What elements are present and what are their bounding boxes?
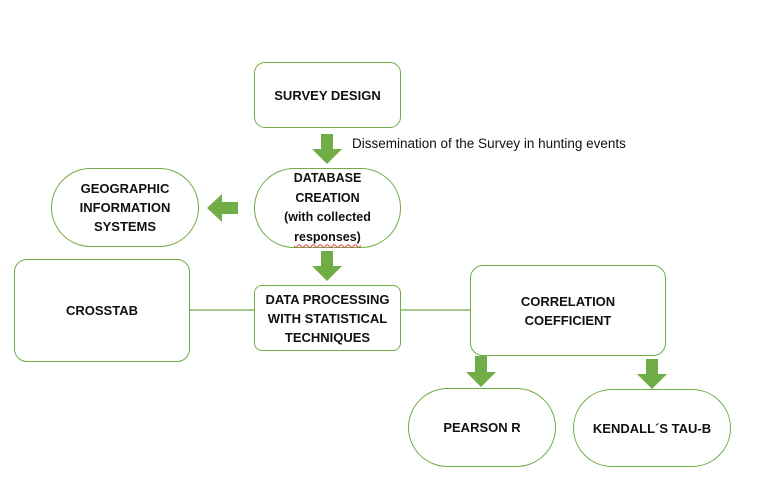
node-survey-design: SURVEY DESIGN	[254, 62, 401, 128]
gis-line3: SYSTEMS	[93, 219, 157, 234]
database-creation-line4: responses)	[294, 229, 361, 244]
correlation-line2: COEFFICIENT	[524, 312, 612, 328]
edge-label-dissemination: Dissemination of the Survey in hunting e…	[352, 136, 626, 151]
node-correlation-coefficient: CORRELATION COEFFICIENT	[470, 265, 666, 356]
arrow-down-correlation-to-kendall	[637, 359, 667, 389]
database-creation-line1: DATABASE	[293, 171, 362, 185]
data-processing-line2: WITH STATISTICAL	[267, 310, 388, 326]
survey-design-label: SURVEY DESIGN	[274, 87, 381, 103]
node-crosstab: CROSSTAB	[14, 259, 190, 362]
node-kendalls-tau-b: KENDALL´S TAU-B	[573, 389, 731, 467]
arrow-left-database-to-gis	[207, 194, 238, 222]
node-pearson-r: PEARSON R	[408, 388, 556, 467]
node-geographic-information-systems: GEOGRAPHIC INFORMATION SYSTEMS	[51, 168, 199, 247]
crosstab-label: CROSSTAB	[66, 303, 138, 318]
gis-line2: INFORMATION	[79, 200, 171, 215]
arrow-down-correlation-to-pearson	[466, 356, 496, 387]
database-creation-line3: (with collected	[284, 210, 371, 224]
database-creation-line2: CREATION	[295, 190, 360, 205]
arrow-down-database-to-processing	[312, 251, 342, 281]
kendall-label: KENDALL´S TAU-B	[592, 420, 712, 436]
arrow-down-survey-to-database	[312, 134, 342, 164]
gis-line1: GEOGRAPHIC	[80, 181, 170, 196]
pearson-label: PEARSON R	[443, 420, 521, 435]
data-processing-line1: DATA PROCESSING	[265, 291, 390, 307]
correlation-line1: CORRELATION	[520, 293, 616, 309]
data-processing-line3: TECHNIQUES	[284, 329, 371, 345]
node-data-processing: DATA PROCESSING WITH STATISTICAL TECHNIQ…	[254, 285, 401, 351]
node-database-creation: DATABASE CREATION (with collected respon…	[254, 168, 401, 248]
